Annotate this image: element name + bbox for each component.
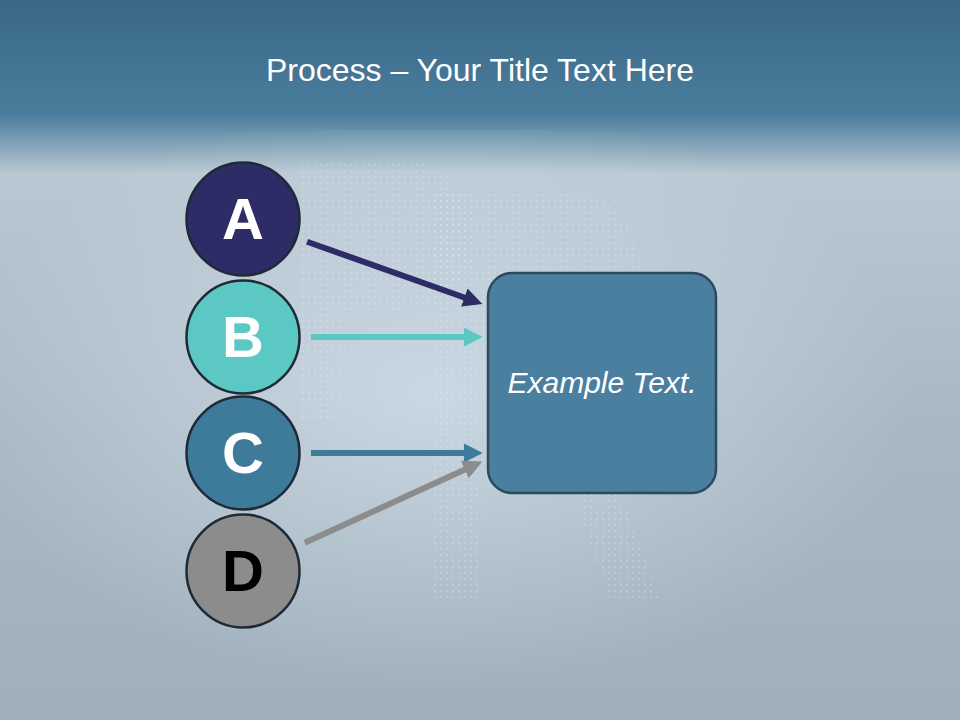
background-glow <box>0 130 960 720</box>
circle-shape <box>187 397 300 510</box>
circle-shape <box>187 515 300 628</box>
step-circle: D <box>185 513 301 629</box>
slide-title: Process – Your Title Text Here <box>0 52 960 89</box>
circle-shape <box>187 281 300 394</box>
step-circle: B <box>185 279 301 395</box>
step-circle: A <box>185 161 301 277</box>
box-text: Example Text. <box>508 364 697 402</box>
step-letter: D <box>222 535 264 608</box>
circle-shape <box>187 163 300 276</box>
arrow-connector <box>311 334 477 340</box>
process-box: Example Text. <box>487 272 717 494</box>
box-shape <box>488 273 716 493</box>
step-letter: B <box>222 301 264 374</box>
step-letter: C <box>222 417 264 490</box>
step-letter: A <box>222 183 264 256</box>
step-circle: C <box>185 395 301 511</box>
arrow-connector <box>307 242 477 302</box>
arrow-connector <box>311 450 477 456</box>
arrow-connector <box>305 464 477 543</box>
